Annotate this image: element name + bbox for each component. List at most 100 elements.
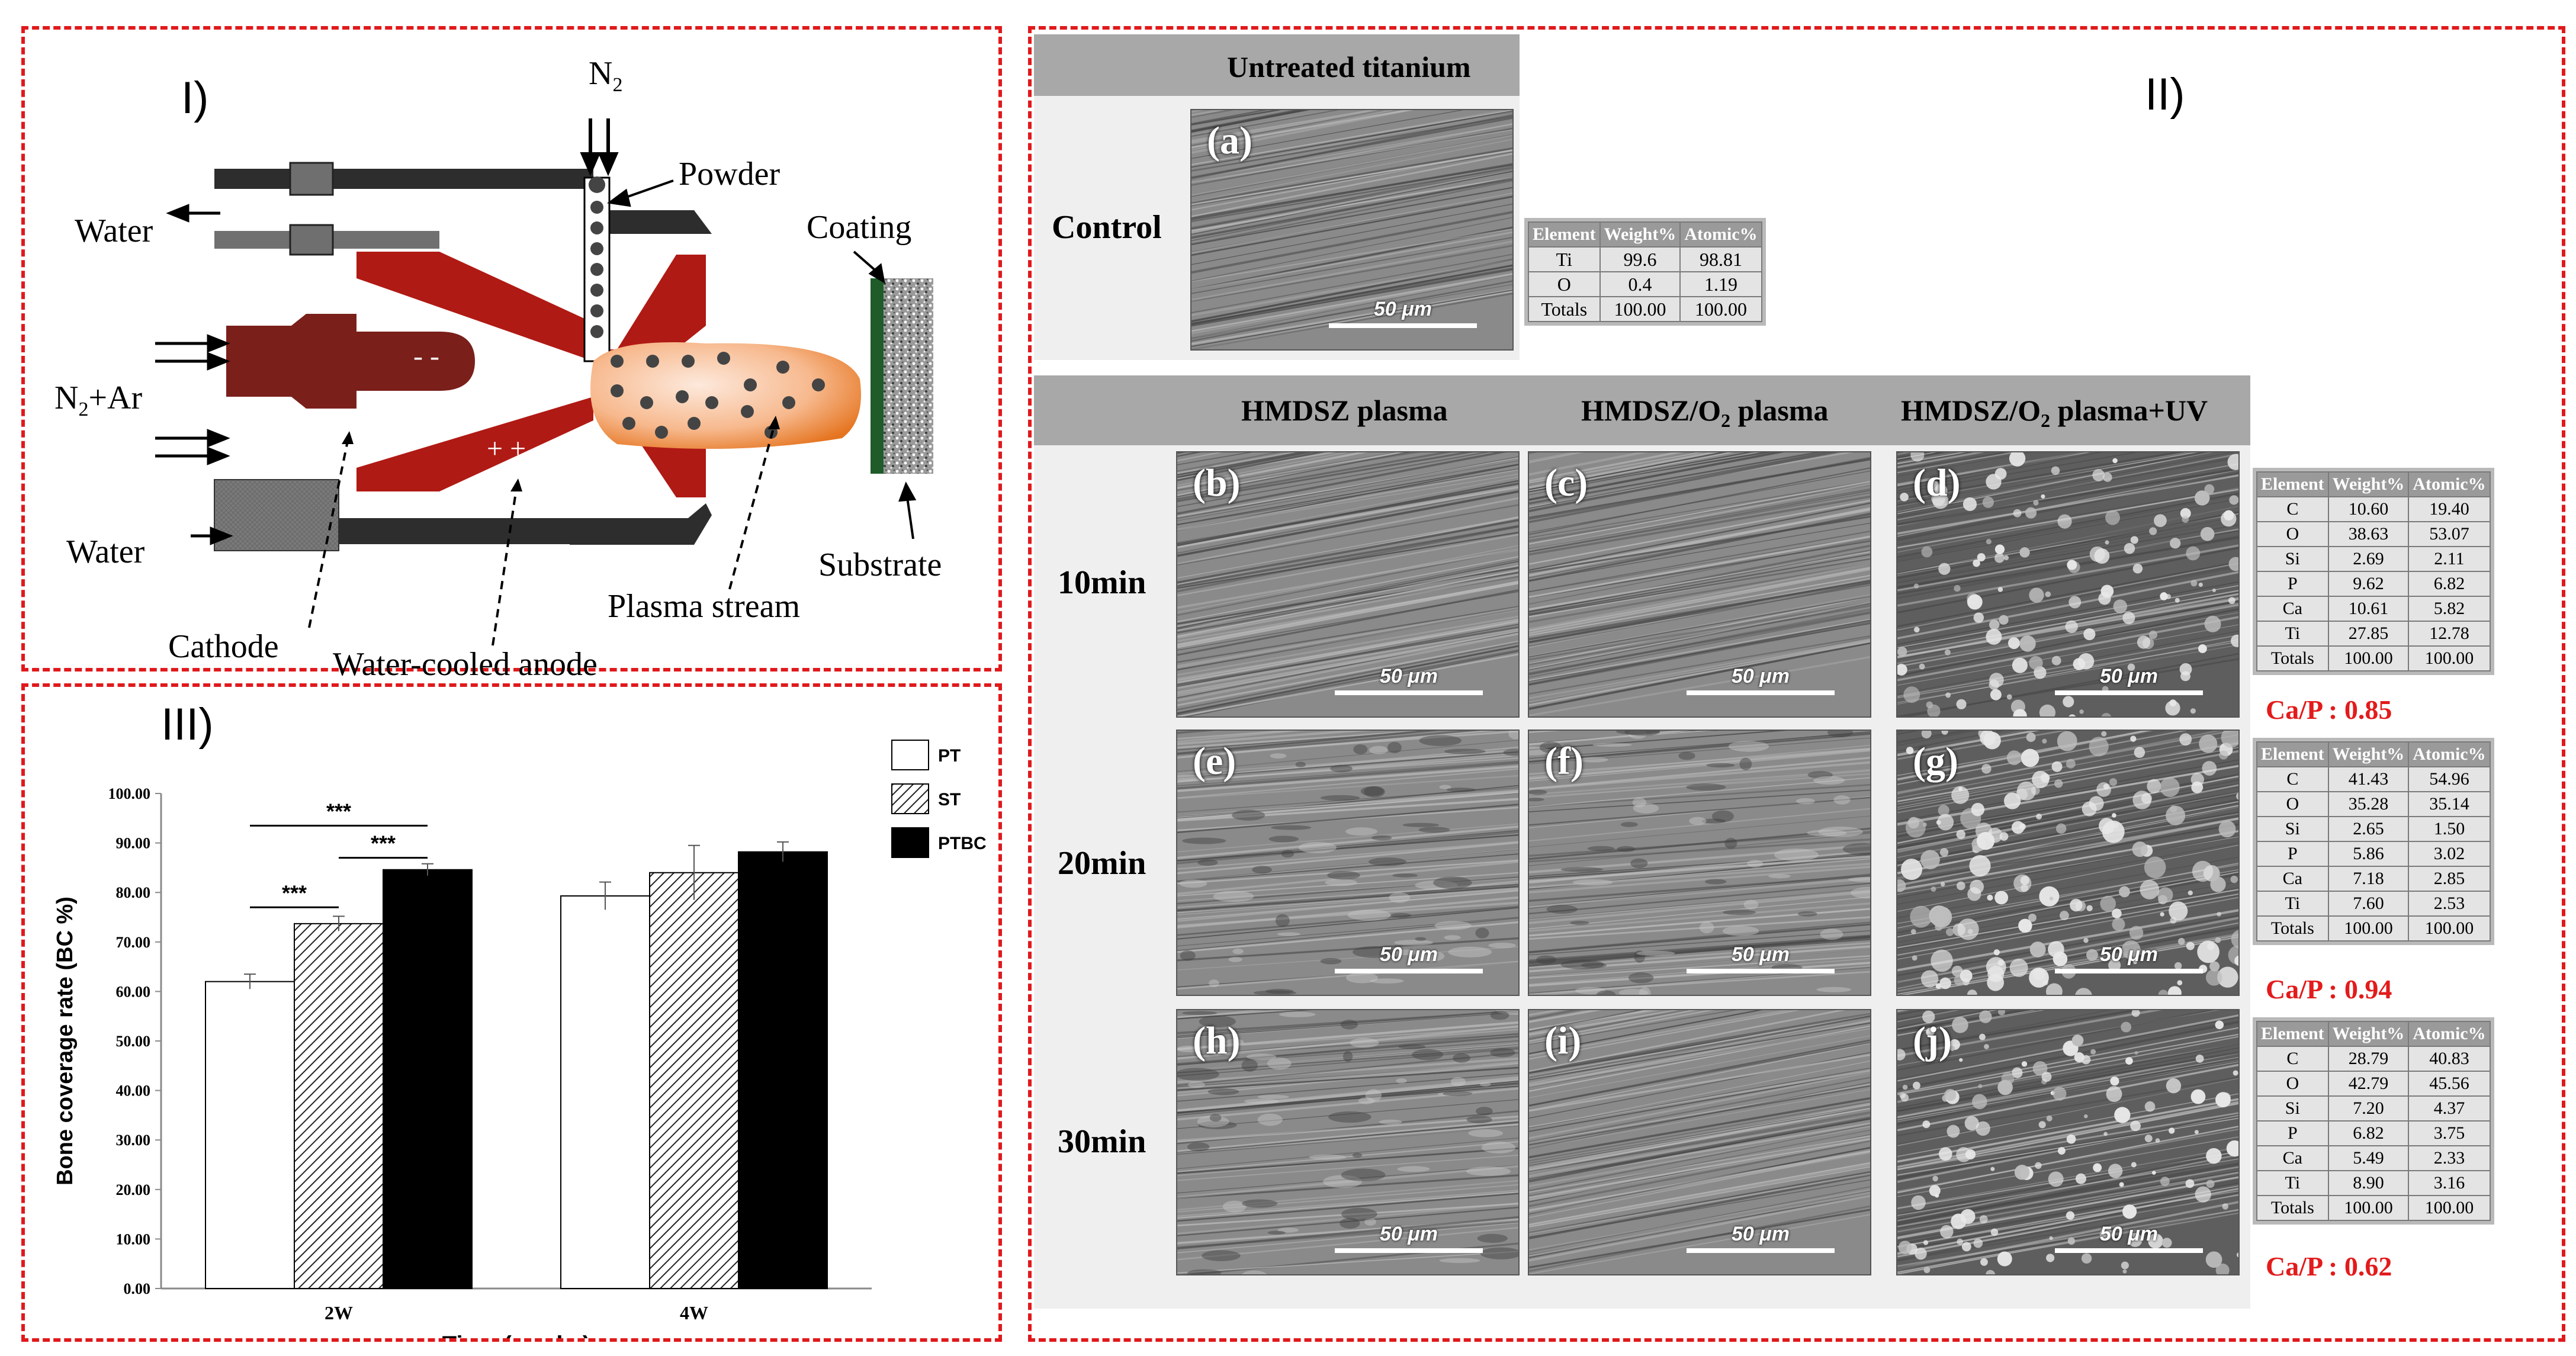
treatment-header-bar bbox=[1034, 375, 2250, 445]
sem-image-j: (j) 50 μm bbox=[1896, 1009, 2240, 1275]
plasma-stream bbox=[590, 342, 861, 449]
y-tick-label: 80.00 bbox=[116, 884, 151, 901]
x-tick-label: 2W bbox=[325, 1302, 353, 1323]
image-label-h: (h) bbox=[1193, 1019, 1241, 1062]
cathode-label: Cathode bbox=[168, 628, 279, 665]
y-tick-label: 40.00 bbox=[116, 1082, 151, 1100]
control-header-bar bbox=[1034, 34, 1520, 96]
significance-label: *** bbox=[326, 799, 351, 823]
panel-i-label: I) bbox=[181, 73, 209, 123]
scale-bar-b: 50 μm bbox=[1335, 665, 1483, 695]
y-tick-label: 50.00 bbox=[116, 1033, 151, 1050]
image-label-b: (b) bbox=[1193, 461, 1241, 505]
y-tick-label: 90.00 bbox=[116, 835, 151, 852]
row-label-30min: 30min bbox=[1058, 1123, 1146, 1160]
pointer-arrows bbox=[606, 179, 917, 539]
top-right-pipe bbox=[593, 210, 712, 234]
col-header-1: HMDSZ plasma bbox=[1241, 394, 1448, 427]
water-bottom-label: Water bbox=[66, 534, 145, 570]
bottom-right-pipe bbox=[570, 503, 712, 545]
anode-lower bbox=[356, 397, 706, 497]
y-tick-label: 100.00 bbox=[108, 785, 151, 802]
ca-p-ratio-20min: Ca/P : 0.94 bbox=[2266, 974, 2392, 1004]
panel-iii-label: III) bbox=[161, 699, 214, 750]
bar-pt-4w bbox=[560, 895, 650, 1289]
legend-label-pt: PT bbox=[938, 746, 961, 766]
y-tick-label: 70.00 bbox=[116, 934, 151, 951]
powder-particles bbox=[589, 176, 605, 338]
top-pipe bbox=[214, 169, 593, 189]
sem-image-c: (c) 50 μm bbox=[1528, 451, 1871, 718]
panel-i: I) bbox=[21, 26, 1002, 683]
x-tick-label: 4W bbox=[680, 1302, 708, 1323]
bar-ptbc-4w bbox=[738, 851, 828, 1289]
scale-bar-e: 50 μm bbox=[1335, 943, 1483, 973]
row-label-10min: 10min bbox=[1058, 564, 1146, 601]
legend-swatch-st bbox=[891, 783, 929, 814]
row-label-20min: 20min bbox=[1058, 845, 1146, 882]
plasma-stream-label: Plasma stream bbox=[608, 588, 801, 625]
bar-st-2w bbox=[294, 923, 384, 1290]
image-label-c: (c) bbox=[1544, 461, 1588, 505]
control-header: Untreated titanium bbox=[1227, 50, 1471, 83]
bar-st-4w bbox=[649, 872, 739, 1289]
sem-image-b: (b) 50 μm bbox=[1176, 451, 1520, 718]
x-axis-label: Time (weeks) bbox=[442, 1332, 591, 1338]
image-label-g: (g) bbox=[1913, 740, 1958, 783]
image-label-e: (e) bbox=[1193, 740, 1236, 783]
control-row-label: Control bbox=[1052, 209, 1162, 246]
col-header-3: HMDSZ/O2 plasma+UV bbox=[1901, 394, 2208, 431]
anode-label: Water-cooled anode bbox=[333, 646, 598, 683]
y-tick-label: 60.00 bbox=[116, 983, 151, 1000]
coating-label: Coating bbox=[807, 209, 912, 246]
dashed-pointers bbox=[308, 426, 775, 646]
scale-bar-g: 50 μm bbox=[2055, 943, 2203, 973]
sem-image-d: (d) 50 μm bbox=[1896, 451, 2240, 718]
scale-bar-i: 50 μm bbox=[1687, 1223, 1835, 1253]
legend-swatch-pt bbox=[891, 740, 929, 770]
image-label-i: (i) bbox=[1544, 1019, 1582, 1062]
bone-coverage-chart: 0.0010.0020.0030.0040.0050.0060.0070.008… bbox=[53, 740, 987, 1338]
n2ar-arrows bbox=[155, 334, 230, 465]
sem-image-g: (g) 50 μm bbox=[1896, 730, 2240, 996]
top-valve bbox=[289, 162, 334, 196]
anode-body bbox=[214, 479, 339, 551]
image-label-j: (j) bbox=[1913, 1019, 1952, 1062]
ca-p-ratio-10min: Ca/P : 0.85 bbox=[2266, 695, 2392, 725]
plasma-spray-diagram bbox=[155, 118, 933, 646]
water-arrows bbox=[166, 204, 233, 545]
water-top-label: Water bbox=[75, 213, 153, 249]
scale-bar-d: 50 μm bbox=[2055, 665, 2203, 695]
bottom-pipe bbox=[339, 518, 570, 544]
anode-upper bbox=[356, 252, 706, 361]
sem-image-h: (h) 50 μm bbox=[1176, 1009, 1520, 1275]
significance-label: *** bbox=[371, 831, 396, 856]
significance-label: *** bbox=[282, 881, 307, 905]
legend-label-ptbc: PTBC bbox=[938, 834, 987, 853]
y-tick-label: 30.00 bbox=[116, 1132, 151, 1149]
cathode bbox=[226, 314, 475, 409]
legend-swatch-ptbc bbox=[891, 827, 929, 858]
scale-bar-a: 50 μm bbox=[1329, 298, 1477, 328]
bar-ptbc-2w bbox=[383, 869, 473, 1289]
n2-label: N2 bbox=[589, 55, 623, 97]
n2-arrows bbox=[580, 118, 619, 176]
scale-bar-c: 50 μm bbox=[1687, 665, 1835, 695]
scale-bar-f: 50 μm bbox=[1687, 943, 1835, 973]
plasma-particles bbox=[611, 352, 825, 439]
bar-pt-2w bbox=[205, 981, 295, 1289]
image-label-f: (f) bbox=[1544, 740, 1583, 783]
scale-bar-j: 50 μm bbox=[2055, 1223, 2203, 1253]
col-header-2: HMDSZ/O2 plasma bbox=[1581, 394, 1829, 431]
plus-label: + + bbox=[487, 433, 526, 464]
scale-bar-h: 50 μm bbox=[1335, 1223, 1483, 1253]
powder-label: Powder bbox=[679, 156, 780, 192]
image-label-a: (a) bbox=[1207, 119, 1252, 162]
y-tick-label: 20.00 bbox=[116, 1181, 151, 1198]
ca-p-ratio-30min: Ca/P : 0.62 bbox=[2266, 1251, 2392, 1281]
panel-ii: II) Untreated titanium Control (a) 50 μm… bbox=[1028, 26, 2565, 1342]
